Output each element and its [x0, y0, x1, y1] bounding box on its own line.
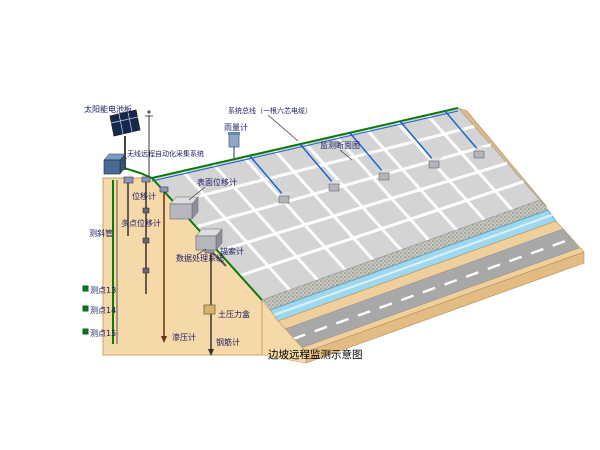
displacement-meter-probe: [123, 176, 134, 236]
wireless-acquisition-box-icon: [103, 153, 126, 175]
label-data-processing: 数据处理系统: [176, 253, 224, 263]
multipoint-displacement-probe: [141, 176, 151, 294]
label-anchor-gauge: 锚索计: [220, 246, 244, 256]
antenna-mast-icon: [145, 110, 153, 178]
system-bus-cable-blue: [151, 110, 459, 182]
label-surface-displacement: 表面位移计: [197, 177, 237, 187]
label-solar-panel: 太阳能电池板: [84, 104, 132, 114]
drop-cables: [249, 110, 480, 197]
label-rain-gauge: 雨量计: [224, 122, 248, 132]
inclinometer-casing: [112, 180, 118, 344]
label-point-15: 测点15: [90, 329, 116, 338]
label-earth-pressure-cell: 土压力盒: [218, 309, 250, 319]
piezometer-probe: [159, 186, 169, 343]
leader-lines: [120, 114, 353, 256]
data-processing-cube: [195, 228, 223, 251]
label-rebar-gauge: 钢筋计: [216, 337, 240, 347]
diagram-caption: 边坡远程监测示意图: [268, 348, 363, 361]
label-point-13: 测点13: [90, 286, 116, 295]
measure-point-markers: [82, 285, 89, 335]
label-wireless-acquisition: 无线远程自动化采集系统: [127, 149, 204, 158]
label-point-14: 测点14: [90, 306, 116, 315]
label-multipoint-displacement: 多点位移计: [121, 218, 161, 228]
lattice-gridlines: [173, 114, 525, 292]
label-system-bus: 系统总线（一根六芯电缆）: [228, 106, 312, 115]
channel-water-highlight: [273, 214, 553, 316]
label-displacement: 位移计: [132, 191, 156, 201]
monitoring-station-cubes: [278, 147, 488, 204]
rain-gauge-icon: [228, 132, 240, 160]
surface-displacement-station-cube: [169, 196, 199, 220]
riprap-texture: [262, 200, 548, 310]
solar-panel-icon: [109, 109, 141, 170]
label-piezometer: 渗压计: [172, 332, 196, 342]
label-inclinometer-tube: 测斜管: [89, 228, 113, 238]
label-monitoring-section: 监测断面图: [320, 140, 360, 150]
road-center-dashes: [292, 237, 572, 341]
system-bus-cable-green: [117, 107, 459, 180]
